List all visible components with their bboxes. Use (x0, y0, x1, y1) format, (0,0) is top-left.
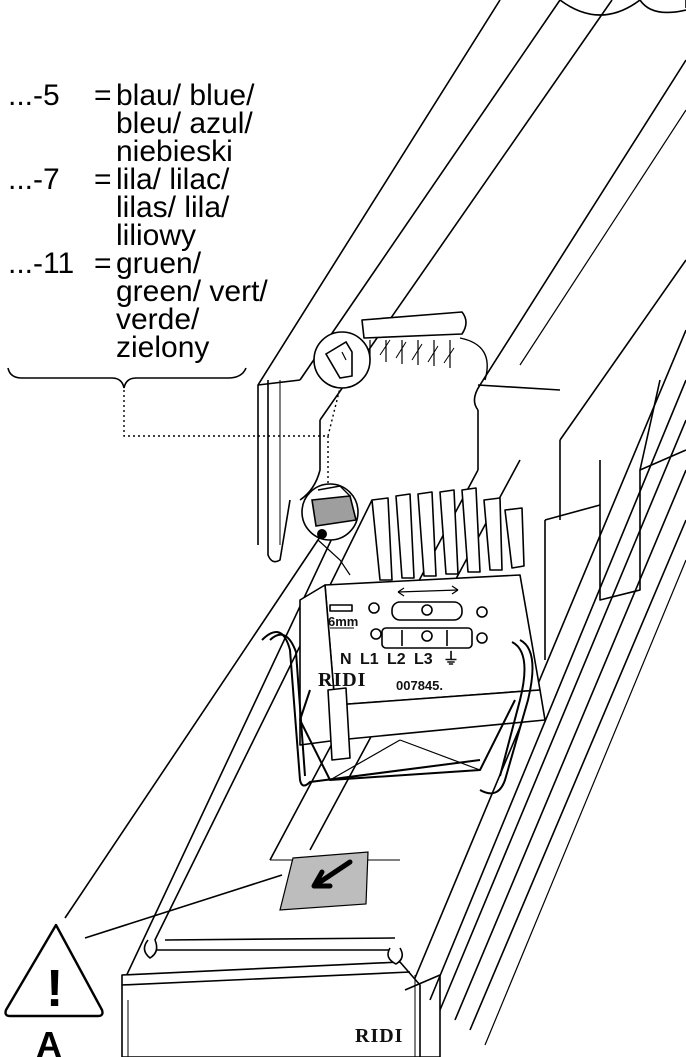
legend-code-green: ...-11 (8, 247, 74, 280)
terminal-label-l3: L3 (414, 651, 433, 668)
legend-leader-line (123, 390, 329, 492)
legend-blue-line3: niebieski (116, 135, 233, 168)
warning-triangle-icon: ! (4, 923, 104, 1018)
terminal-label-n: N (340, 651, 352, 668)
arrow-icon (311, 859, 353, 889)
terminal-label-l1: L1 (360, 651, 379, 668)
terminal-part-number: 007845. (396, 678, 443, 693)
zoom-detail-lower (301, 483, 359, 576)
legend-green-line4: zielony (116, 331, 209, 364)
strip-length-label: 6mm (328, 614, 358, 629)
legend-eq-blue: = (94, 79, 112, 112)
legend-brace (7, 367, 247, 389)
legend-lilac-line1: lila/ lilac/ (116, 163, 230, 196)
legend-green-line1: gruen/ (116, 247, 202, 280)
legend-blue-line2: bleu/ azul/ (116, 107, 253, 140)
terminal-label-earth: ⏚ (443, 650, 459, 668)
end-cap (121, 939, 441, 1057)
legend-eq-green: = (94, 247, 112, 280)
warning-caption: A (36, 1024, 62, 1057)
spring-clips (261, 631, 534, 795)
color-legend: ...-5 = blau/ blue/ bleu/ azul/ niebiesk… (7, 79, 343, 492)
end-cap-brand-logo: RIDI (355, 1025, 403, 1047)
legend-green-line3: verde/ (116, 303, 200, 336)
legend-code-lilac: ...-7 (8, 163, 60, 196)
legend-lilac-line3: liliowy (116, 219, 196, 252)
legend-eq-lilac: = (94, 163, 112, 196)
terminal-brand-logo: RIDI (318, 669, 366, 691)
warning-pointers (64, 533, 323, 939)
warning-exclamation: ! (46, 960, 63, 1018)
legend-green-line2: green/ vert/ (116, 275, 268, 308)
legend-lilac-line2: lilas/ lila/ (116, 191, 230, 224)
direction-marker (279, 851, 369, 911)
legend-blue-line1: blau/ blue/ (116, 79, 255, 112)
legend-code-blue: ...-5 (8, 79, 60, 112)
terminal-block (299, 487, 546, 761)
upper-cover (257, 0, 686, 563)
terminal-label-l2: L2 (387, 651, 406, 668)
zoom-detail-upper (313, 331, 371, 389)
